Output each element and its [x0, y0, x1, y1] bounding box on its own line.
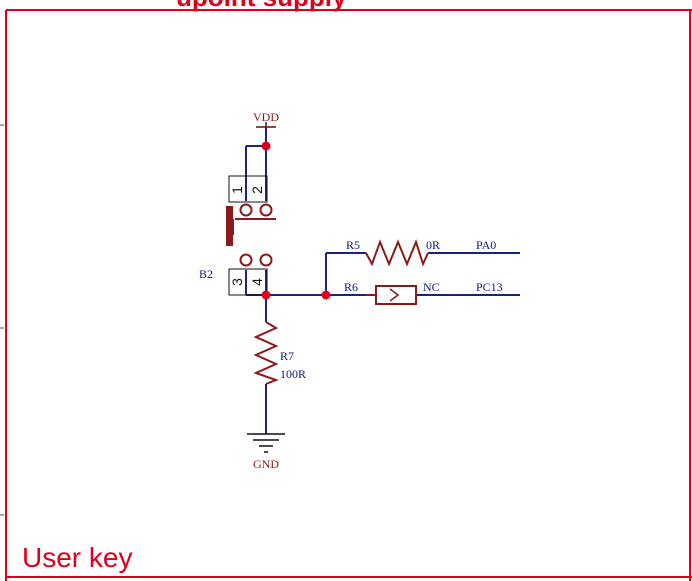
header-title: upoint supply: [176, 0, 347, 12]
r5-designator: R5: [346, 238, 360, 252]
r6-value: NC: [423, 280, 440, 294]
vdd-power-symbol: VDD: [253, 110, 279, 128]
frame-edge-ticks: [0, 124, 4, 516]
switch-pin-1: 1: [229, 186, 245, 194]
resistor-r7: R7 100R: [253, 321, 306, 385]
r7-value: 100R: [280, 367, 306, 381]
net-label-pa0: PA0: [476, 238, 496, 252]
r6-chevron: [389, 288, 400, 302]
r5-value: 0R: [426, 238, 440, 252]
junction-switch-bottom: [261, 290, 271, 300]
switch-bottom-pin-box: [228, 268, 268, 296]
sheet-frame: [5, 9, 692, 581]
r7-zigzag: [253, 321, 279, 385]
r6-body: [375, 285, 417, 305]
section-title: User key: [22, 542, 132, 573]
contact-circle-2: [259, 203, 273, 217]
junctions: [261, 141, 331, 300]
ground-symbol: [247, 433, 285, 453]
net-label-pc13: PC13: [476, 280, 503, 294]
push-button-switch: 1 2 3 4 B2: [199, 175, 276, 296]
switch-designator: B2: [199, 267, 213, 281]
switch-pin-2: 2: [249, 186, 265, 194]
contact-circle-3: [239, 253, 253, 267]
contact-circle-1: [239, 203, 253, 217]
vdd-label: VDD: [253, 110, 279, 124]
switch-pin-3: 3: [229, 278, 245, 286]
switch-top-pin-box: [228, 175, 268, 203]
switch-plunger: [226, 206, 233, 246]
gnd-label: GND: [253, 457, 279, 471]
r7-designator: R7: [280, 349, 294, 363]
junction-vdd: [261, 141, 271, 151]
resistor-r6: R6 NC: [344, 280, 440, 305]
switch-pin-4: 4: [249, 278, 265, 286]
resistor-r5: R5 0R: [346, 238, 440, 267]
r5-zigzag: [365, 239, 429, 267]
contact-circle-4: [259, 253, 273, 267]
junction-r5-r6: [321, 290, 331, 300]
r6-designator: R6: [344, 280, 358, 294]
